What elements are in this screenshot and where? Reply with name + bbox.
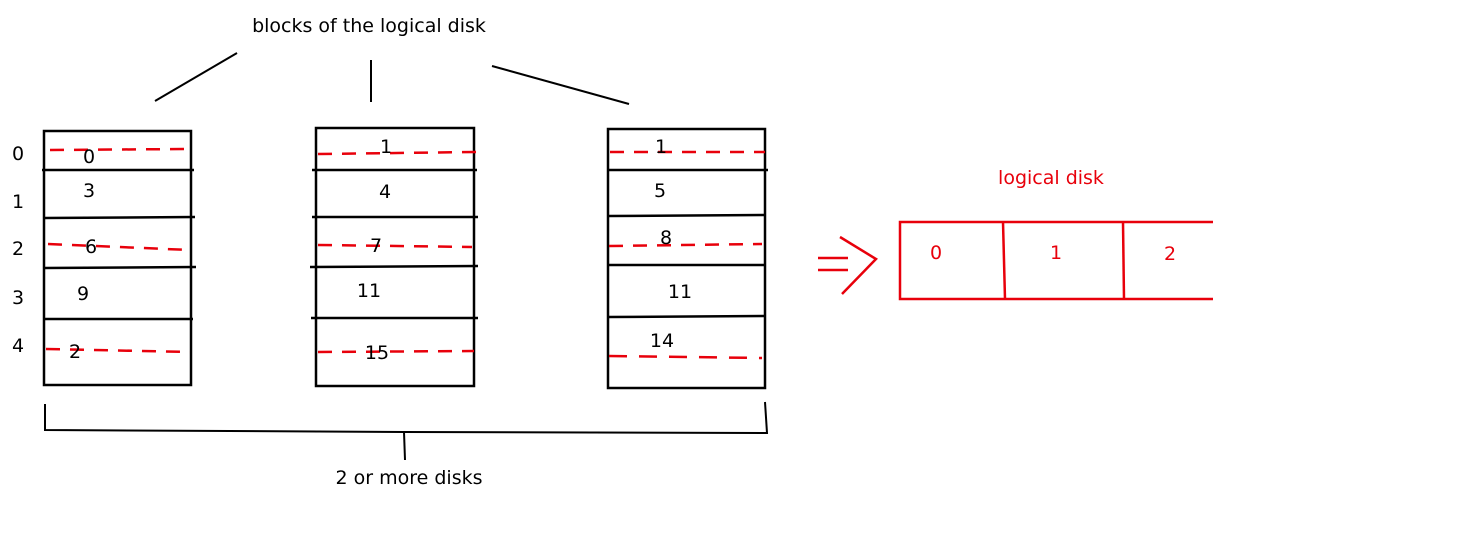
stripe-mark [317,243,473,249]
logical-disk: 0 1 2 [898,220,1213,301]
disk-block-label: 4 [379,181,391,203]
disk-block-label: 15 [365,342,389,364]
row-index-0: 0 [12,143,24,165]
logical-disk-label: logical disk [998,167,1104,189]
disk-block-label: 11 [668,281,692,303]
stripe-mark [45,347,191,354]
logical-block-label: 2 [1164,243,1176,265]
disk-block-label: 1 [655,136,667,158]
disk-2: 1 4 7 11 15 [309,126,479,388]
stripe-mark [49,147,189,152]
disk-block-label: 11 [357,280,381,302]
disk-block-label: 5 [654,180,666,202]
pointer-line-right [491,65,630,105]
logical-block-label: 0 [930,242,942,264]
logical-disk-outline [898,220,1213,301]
disk-3: 1 5 8 11 14 [606,127,768,390]
disk-block-label: 14 [650,330,674,352]
disk-outline [606,127,767,390]
disks-bracket [44,401,769,435]
disk-block-label: 6 [85,236,97,258]
row-index-4: 4 [12,335,24,357]
logical-block-label: 1 [1050,242,1062,264]
row-index-1: 1 [12,191,24,213]
disk-block-label: 0 [83,146,95,168]
disk-block-label: 8 [660,227,672,249]
disk-block-label: 7 [370,235,382,257]
double-arrow-icon [818,235,878,295]
disk-block-label: 2 [69,341,81,363]
disk-outline [42,129,193,387]
stripe-mark [47,242,191,252]
disk-block-label: 1 [380,136,392,158]
row-index-2: 2 [12,238,24,260]
disk-block-label: 3 [83,180,95,202]
disk-outline [314,126,476,388]
bottom-label: 2 or more disks [336,467,483,489]
bracket-stem [403,431,406,461]
stripe-mark [608,354,763,360]
stripe-mark [317,150,477,156]
stripe-mark [317,349,475,354]
stripe-mark [608,242,763,248]
disk-1: 0 3 6 9 2 [42,129,197,387]
top-label: blocks of the logical disk [252,15,486,37]
row-index-3: 3 [12,287,24,309]
disk-block-label: 9 [77,283,89,305]
row-indices: 0 1 2 3 4 [12,143,24,357]
pointer-line-left [154,52,238,102]
